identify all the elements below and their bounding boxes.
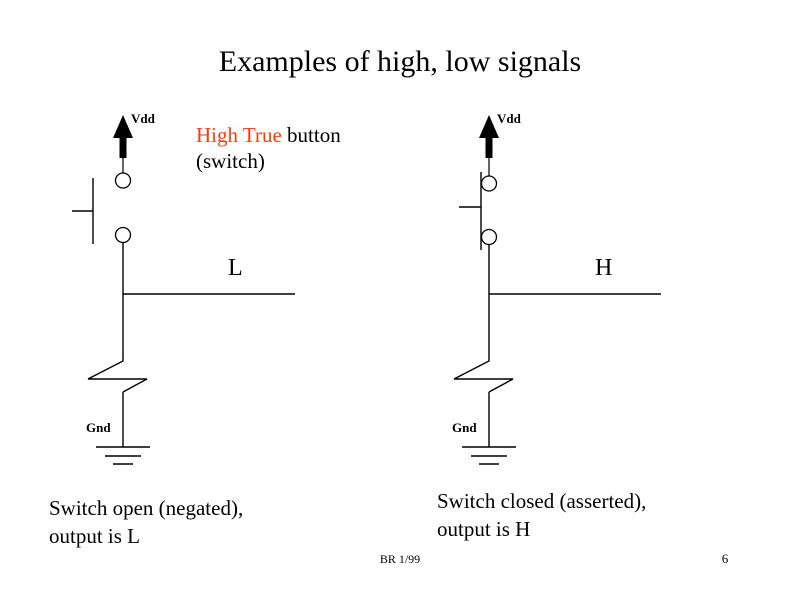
vdd-arrow-icon-left [113,115,133,175]
page-number: 6 [721,551,729,566]
ground-symbol-right [462,446,516,465]
resistor-symbol-left [87,352,148,393]
resistor-symbol-right [453,352,514,393]
caption-right-line-2: output is H [437,517,531,541]
output-level-label-right: H [595,255,613,281]
callout-rest: button [281,123,341,147]
switch-terminal-upper-right [480,175,498,192]
callout-line-1: High True button [196,122,456,148]
caption-left-line-1: Switch open (negated), [49,496,244,520]
vdd-label-left: Vdd [131,111,155,126]
vdd-label-right: Vdd [497,111,521,126]
switch-terminal-lower-right [480,228,498,246]
footer-credit: BR 1/99 [379,552,421,566]
switch-open-symbol-left [72,178,94,244]
caption-right-line-1: Switch closed (asserted), [437,489,647,513]
gnd-label-left: Gnd [86,420,111,435]
circuit-right [453,115,661,465]
caption-right: Switch closed (asserted), output is H [437,487,767,543]
ground-symbol-left [96,446,150,465]
slide-title: Examples of high, low signals [218,45,582,78]
output-level-label-left: L [228,255,243,281]
vdd-arrow-icon-right [479,115,499,176]
callout-line-2: (switch) [196,149,265,173]
callout-highlight: High True [196,123,282,147]
switch-terminal-upper-left [114,172,132,189]
switch-terminal-lower-left [114,226,132,244]
switch-closed-symbol-right [459,172,482,250]
caption-left-line-2: output is L [49,524,141,548]
caption-left: Switch open (negated), output is L [49,494,379,550]
callout-text: High True button (switch) [196,122,456,174]
gnd-label-right: Gnd [452,420,477,435]
